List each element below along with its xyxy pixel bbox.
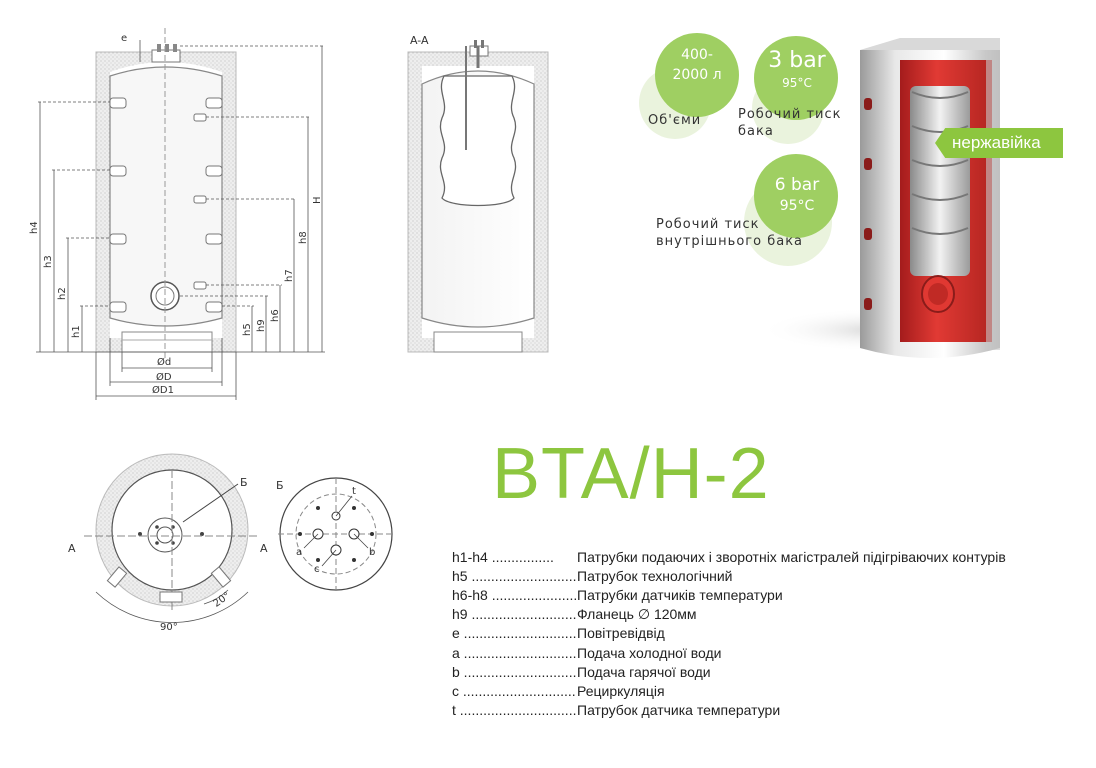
dim-D1: ØD1 — [152, 384, 174, 396]
dim-h6: h6 — [270, 309, 281, 322]
detail-c: c — [314, 564, 320, 575]
stainless-badge: нержавійка — [935, 128, 1063, 158]
detail-t: t — [352, 486, 356, 497]
product-title: BTA/H-2 — [492, 434, 770, 514]
legend-code: h5 ............................... — [452, 567, 577, 584]
stat-volume-label: Об'єми — [648, 113, 702, 128]
dim-h5: h5 — [242, 323, 253, 336]
plan-label-a-right: A — [260, 542, 268, 555]
stat-inner-pressure-label: Робочий тиск внутрішнього бака — [656, 217, 804, 249]
legend-code: e .................................... — [452, 625, 577, 642]
legend-row: c ....................................Ре… — [452, 681, 1072, 700]
legend-code: h9 ............................... — [452, 606, 577, 623]
legend-code: h6-h8 ........................... — [452, 586, 577, 603]
dim-h2: h2 — [57, 287, 68, 300]
stat-volume-value: 400- 2000 л — [672, 47, 722, 83]
plan-view: A A Б 90° 20° — [68, 453, 268, 633]
legend-desc: Подача гарячої води — [577, 663, 711, 680]
dim-h8: h8 — [298, 231, 309, 244]
detail-title: Б — [276, 479, 284, 492]
stat-bubbles — [639, 33, 838, 266]
plan-label-b: Б — [240, 476, 248, 489]
dim-h9: h9 — [256, 319, 267, 332]
legend-row: t ....................................Па… — [452, 701, 1072, 720]
stat-tank-pressure-value: 3 bar — [768, 48, 826, 73]
dim-h1: h1 — [71, 325, 82, 338]
legend-row: h5 ...............................Патруб… — [452, 566, 1072, 585]
stat-tank-pressure-label: Робочий тиск бака — [738, 107, 842, 139]
label-e: e — [121, 33, 127, 44]
detail-b: b — [369, 547, 375, 558]
legend-desc: Подача холодної води — [577, 644, 722, 661]
legend-desc: Фланець ∅ 120мм — [577, 605, 697, 622]
legend-code: b .................................... — [452, 663, 577, 680]
stat-inner-pressure-value: 6 bar — [774, 175, 820, 195]
legend-desc: Патрубок технологічний — [577, 567, 733, 584]
dim-h4: h4 — [29, 221, 40, 234]
stat-inner-pressure-temp: 95°C — [779, 198, 815, 214]
legend-code: a .................................... — [452, 644, 577, 661]
stainless-badge-label: нержавійка — [952, 133, 1041, 152]
legend-row: a ....................................По… — [452, 643, 1072, 662]
legend-row: h9 ...............................Фланец… — [452, 605, 1072, 624]
stat-tank-pressure-temp: 95°C — [782, 76, 812, 90]
dim-H: H — [312, 196, 323, 204]
legend: h1-h4 ................ Патрубки подаючих … — [452, 547, 1072, 720]
dim-d-small: Ød — [157, 356, 171, 368]
section-label: A-A — [410, 34, 429, 47]
legend-row: e ....................................По… — [452, 624, 1072, 643]
legend-code: h1-h4 ................ — [452, 548, 554, 565]
detail-a: a — [296, 547, 302, 558]
front-view: h1 h2 h3 h4 h5 h9 h6 h7 h8 H e Ød ØD ØD1 — [29, 28, 325, 400]
legend-row: h1-h4 ................ Патрубки подаючих … — [452, 547, 1072, 566]
tank-product-image — [760, 38, 1000, 358]
plan-angle-90: 90° — [160, 622, 178, 633]
legend-code: c .................................... — [452, 682, 577, 699]
dim-h3: h3 — [43, 255, 54, 268]
dim-h7: h7 — [284, 269, 295, 282]
section-view: A-A — [407, 34, 549, 353]
legend-desc: Повітревідвід — [577, 625, 665, 642]
legend-desc: Патрубки подаючих і зворотніх магістрале… — [577, 548, 1006, 565]
dim-D: ØD — [156, 371, 172, 383]
detail-view: Б t a b c — [276, 477, 394, 591]
legend-desc: Патрубок датчика температури — [577, 702, 781, 719]
plan-label-a-left: A — [68, 542, 76, 555]
legend-row: b ....................................По… — [452, 662, 1072, 681]
legend-row: h6-h8 ...........................Патрубк… — [452, 585, 1072, 604]
legend-desc: Рециркуляція — [577, 682, 665, 699]
legend-desc: Патрубки датчиків температури — [577, 586, 783, 603]
legend-code: t .................................... — [452, 702, 577, 719]
